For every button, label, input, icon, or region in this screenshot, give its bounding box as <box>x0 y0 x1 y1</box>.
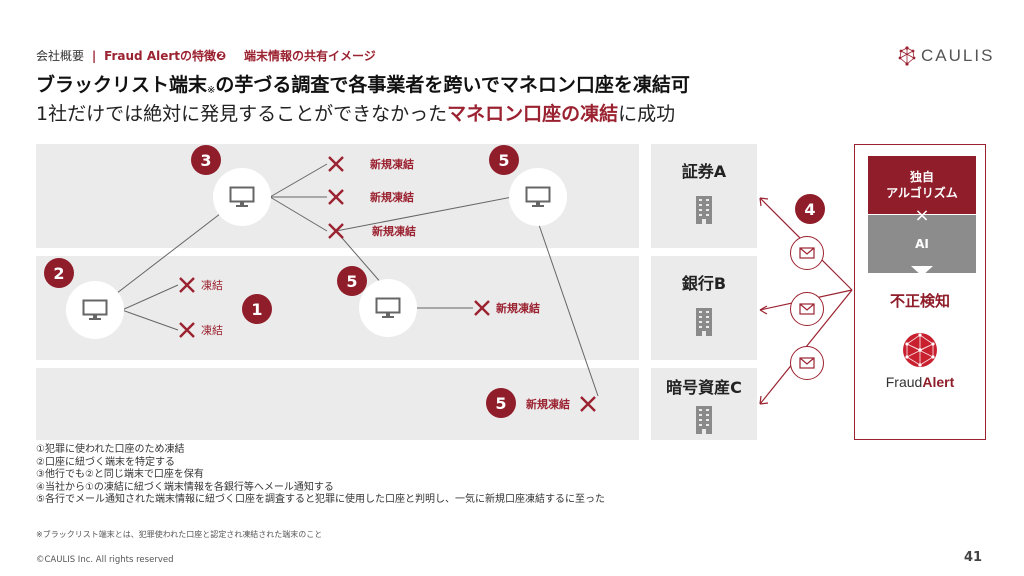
ai-box: AI <box>868 215 976 273</box>
mail-notification <box>790 292 824 326</box>
step-badge-5: 5 <box>489 145 519 175</box>
steps-list: ①犯罪に使われた口座のため凍結 ②口座に紐づく端末を特定する ③他行でも②と同じ… <box>36 444 605 507</box>
caulis-logo: CAULIS <box>897 44 994 68</box>
institution-label: 証券A <box>681 162 727 181</box>
status-new-freeze: 新規凍結 <box>472 298 540 318</box>
institution-bank-b: 銀行B <box>651 256 757 360</box>
algorithm-line1: 独自 <box>909 170 934 184</box>
computer-icon <box>525 186 551 207</box>
building-icon <box>696 406 712 434</box>
step-badge-1: 1 <box>242 294 272 324</box>
brand-light: Fraud <box>885 374 923 390</box>
fraud-detect-label: 不正検知 <box>889 292 950 310</box>
status-label: 凍結 <box>201 279 223 292</box>
mail-icon <box>799 357 815 369</box>
caulis-logo-icon <box>898 46 916 66</box>
institution-crypto-c: 暗号資産C <box>651 368 757 440</box>
algorithm-box: 独自 アルゴリズム <box>868 156 976 214</box>
caulis-logo-text: CAULIS <box>921 46 995 65</box>
footnote: ※ブラックリスト端末とは、犯罪使われた口座と認定され凍結された端末のこと <box>36 530 323 539</box>
title-note-mark: ※ <box>207 85 216 96</box>
status-new-freeze: 新規凍結 <box>326 221 416 241</box>
mail-icon <box>799 247 815 259</box>
mail-notification <box>790 346 824 380</box>
institution-label: 暗号資産C <box>666 378 742 397</box>
breadcrumb-section: 会社概要 <box>36 49 85 63</box>
brand-bold: Alert <box>922 374 955 390</box>
institution-label: 銀行B <box>681 274 727 293</box>
times-symbol: × <box>914 205 930 226</box>
page-number: 41 <box>964 550 983 565</box>
building-icon <box>696 308 712 336</box>
mail-notification <box>790 236 824 270</box>
step-badge-5: 5 <box>486 388 516 418</box>
breadcrumb: 会社概要 | Fraud Alertの特徴❷ 端末情報の共有イメージ <box>36 47 376 64</box>
computer-icon <box>229 186 255 207</box>
status-freeze: 凍結 <box>177 275 223 295</box>
x-mark-icon <box>328 189 344 205</box>
institution-securities-a: 証券A <box>651 144 757 248</box>
x-mark-icon <box>179 277 195 293</box>
band-crypto <box>36 368 639 440</box>
computer-icon <box>375 297 401 318</box>
status-label: 新規凍結 <box>370 191 414 204</box>
subtitle-post: に成功 <box>618 103 676 125</box>
step-item: ④当社から①の凍結に紐づく端末情報を各銀行等へメール通知する <box>36 481 334 493</box>
status-new-freeze: 新規凍結 <box>326 187 414 207</box>
mail-icon <box>799 303 815 315</box>
breadcrumb-subtopic: 端末情報の共有イメージ <box>244 49 376 63</box>
fraudalert-logo-icon <box>903 333 937 367</box>
step-item: ⑤各行でメール通知された端末情報に紐づく口座を調査すると犯罪に使用した口座と判明… <box>36 494 605 505</box>
status-label: 新規凍結 <box>526 398 570 411</box>
title-main: ブラックリスト端末 <box>36 74 208 96</box>
building-icon <box>696 196 712 224</box>
status-label: 新規凍結 <box>496 302 540 315</box>
step-badge-4: 4 <box>795 194 825 224</box>
device-circle <box>509 168 567 226</box>
band-bank <box>36 256 639 360</box>
copyright: ©CAULIS Inc. All rights reserved <box>36 555 174 565</box>
subtitle-pre: 1社だけでは絶対に発見することができなかった <box>36 103 448 125</box>
breadcrumb-separator: | <box>91 49 97 63</box>
computer-icon <box>82 299 108 320</box>
ai-label: AI <box>915 237 929 251</box>
subtitle-highlight: マネロン口座の凍結 <box>447 103 619 125</box>
device-circle <box>213 168 271 226</box>
x-mark-icon <box>179 322 195 338</box>
x-mark-icon <box>474 300 490 316</box>
status-new-freeze: 新規凍結 <box>526 394 598 414</box>
page-title: ブラックリスト端末※の芋づる調査で各事業者を跨いでマネロン口座を凍結可 <box>36 70 690 97</box>
x-mark-icon <box>328 156 344 172</box>
step-badge-5: 5 <box>337 266 367 296</box>
step-item: ②口座に紐づく端末を特定する <box>36 456 175 468</box>
device-circle <box>66 281 124 339</box>
step-badge-3: 3 <box>191 145 221 175</box>
step-badge-2: 2 <box>44 258 74 288</box>
algorithm-line2: アルゴリズム <box>886 186 958 200</box>
status-label: 新規凍結 <box>370 158 414 171</box>
breadcrumb-topic: Fraud Alertの特徴❷ <box>104 49 227 63</box>
status-label: 新規凍結 <box>372 225 416 238</box>
status-freeze: 凍結 <box>177 320 223 340</box>
title-rest: の芋づる調査で各事業者を跨いでマネロン口座を凍結可 <box>215 74 690 96</box>
x-mark-icon <box>328 223 344 239</box>
page-subtitle: 1社だけでは絶対に発見することができなかったマネロン口座の凍結に成功 <box>36 99 675 126</box>
fraudalert-wordmark: FraudAlert <box>854 374 986 390</box>
status-label: 凍結 <box>201 324 223 337</box>
step-item: ①犯罪に使われた口座のため凍結 <box>36 444 185 455</box>
x-mark-icon <box>580 396 596 412</box>
step-item: ③他行でも②と同じ端末で口座を保有 <box>36 469 204 480</box>
arrow-down-icon <box>911 266 933 276</box>
status-new-freeze: 新規凍結 <box>326 154 414 174</box>
device-circle <box>359 279 417 337</box>
